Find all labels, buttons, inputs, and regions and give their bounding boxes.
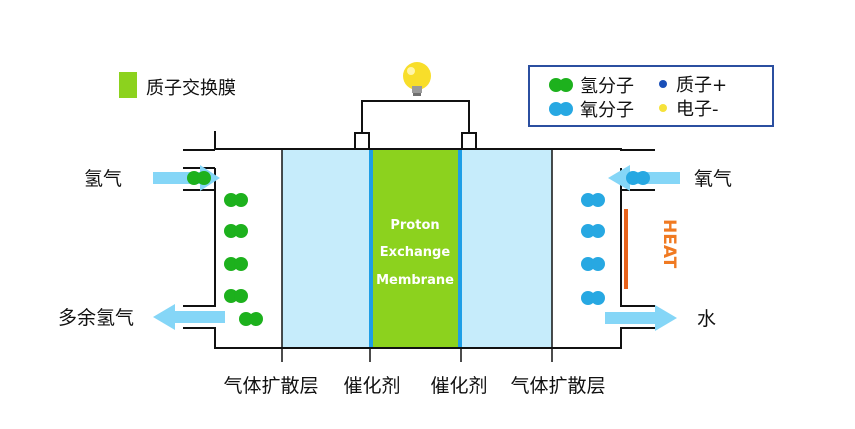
oxygen-inlet-molecule — [626, 171, 650, 185]
hydrogen-legend-icon — [549, 78, 573, 92]
gas-diffusion-right-label: 气体扩散层 — [510, 375, 605, 397]
electron-legend-icon — [659, 104, 667, 112]
electron-legend-label: 电子- — [676, 99, 719, 120]
proton-legend-label: 质子+ — [676, 75, 727, 96]
hydrogen-inlet-molecule — [187, 171, 211, 185]
gas-diffusion-layer-left — [282, 149, 369, 348]
gas-diffusion-left-label: 气体扩散层 — [223, 375, 318, 397]
hydrogen-molecule — [224, 257, 248, 271]
membrane-label-line3: Membrane — [376, 273, 454, 288]
cathode-chamber — [552, 148, 655, 349]
hydrogen-legend-label: 氢分子 — [580, 76, 634, 97]
hydrogen-molecule — [224, 193, 248, 207]
pem-legend-swatch — [119, 72, 137, 98]
pem-legend-label: 质子交换膜 — [146, 78, 236, 99]
hydrogen-molecule — [224, 289, 248, 303]
oxygen-legend-icon — [549, 102, 573, 116]
oxygen-molecule — [581, 224, 605, 238]
light-bulb-icon — [403, 62, 431, 96]
oxygen-molecule — [581, 257, 605, 271]
membrane-label-line1: Proton — [390, 218, 439, 233]
water-out-label: 水 — [697, 308, 716, 330]
oxygen-molecule — [581, 291, 605, 305]
hydrogen-molecule — [239, 312, 263, 326]
oxygen-in-label: 氧气 — [694, 168, 732, 190]
oxygen-legend-label: 氧分子 — [580, 100, 634, 121]
proton-exchange-membrane — [373, 149, 458, 348]
external-circuit-wire — [361, 100, 470, 133]
catalyst-left-label: 催化剂 — [343, 375, 400, 397]
hydrogen-out-label: 多余氢气 — [58, 307, 134, 329]
membrane-label-line2: Exchange — [380, 245, 451, 260]
catalyst-layer-left — [369, 149, 373, 348]
catalyst-layer-right — [458, 149, 462, 348]
heat-label: HEAT — [659, 219, 679, 269]
hydrogen-in-label: 氢气 — [84, 168, 122, 190]
proton-legend-icon — [659, 80, 667, 88]
anode-terminal — [354, 132, 370, 150]
gas-diffusion-layer-right — [462, 149, 552, 348]
oxygen-molecule — [581, 193, 605, 207]
legend-box — [528, 65, 774, 127]
catalyst-right-label: 催化剂 — [430, 375, 487, 397]
water-outlet-arrow — [605, 305, 677, 331]
hydrogen-outlet-arrow — [153, 304, 225, 330]
heat-bar — [624, 209, 628, 289]
hydrogen-molecule — [224, 224, 248, 238]
cathode-terminal — [461, 132, 477, 150]
